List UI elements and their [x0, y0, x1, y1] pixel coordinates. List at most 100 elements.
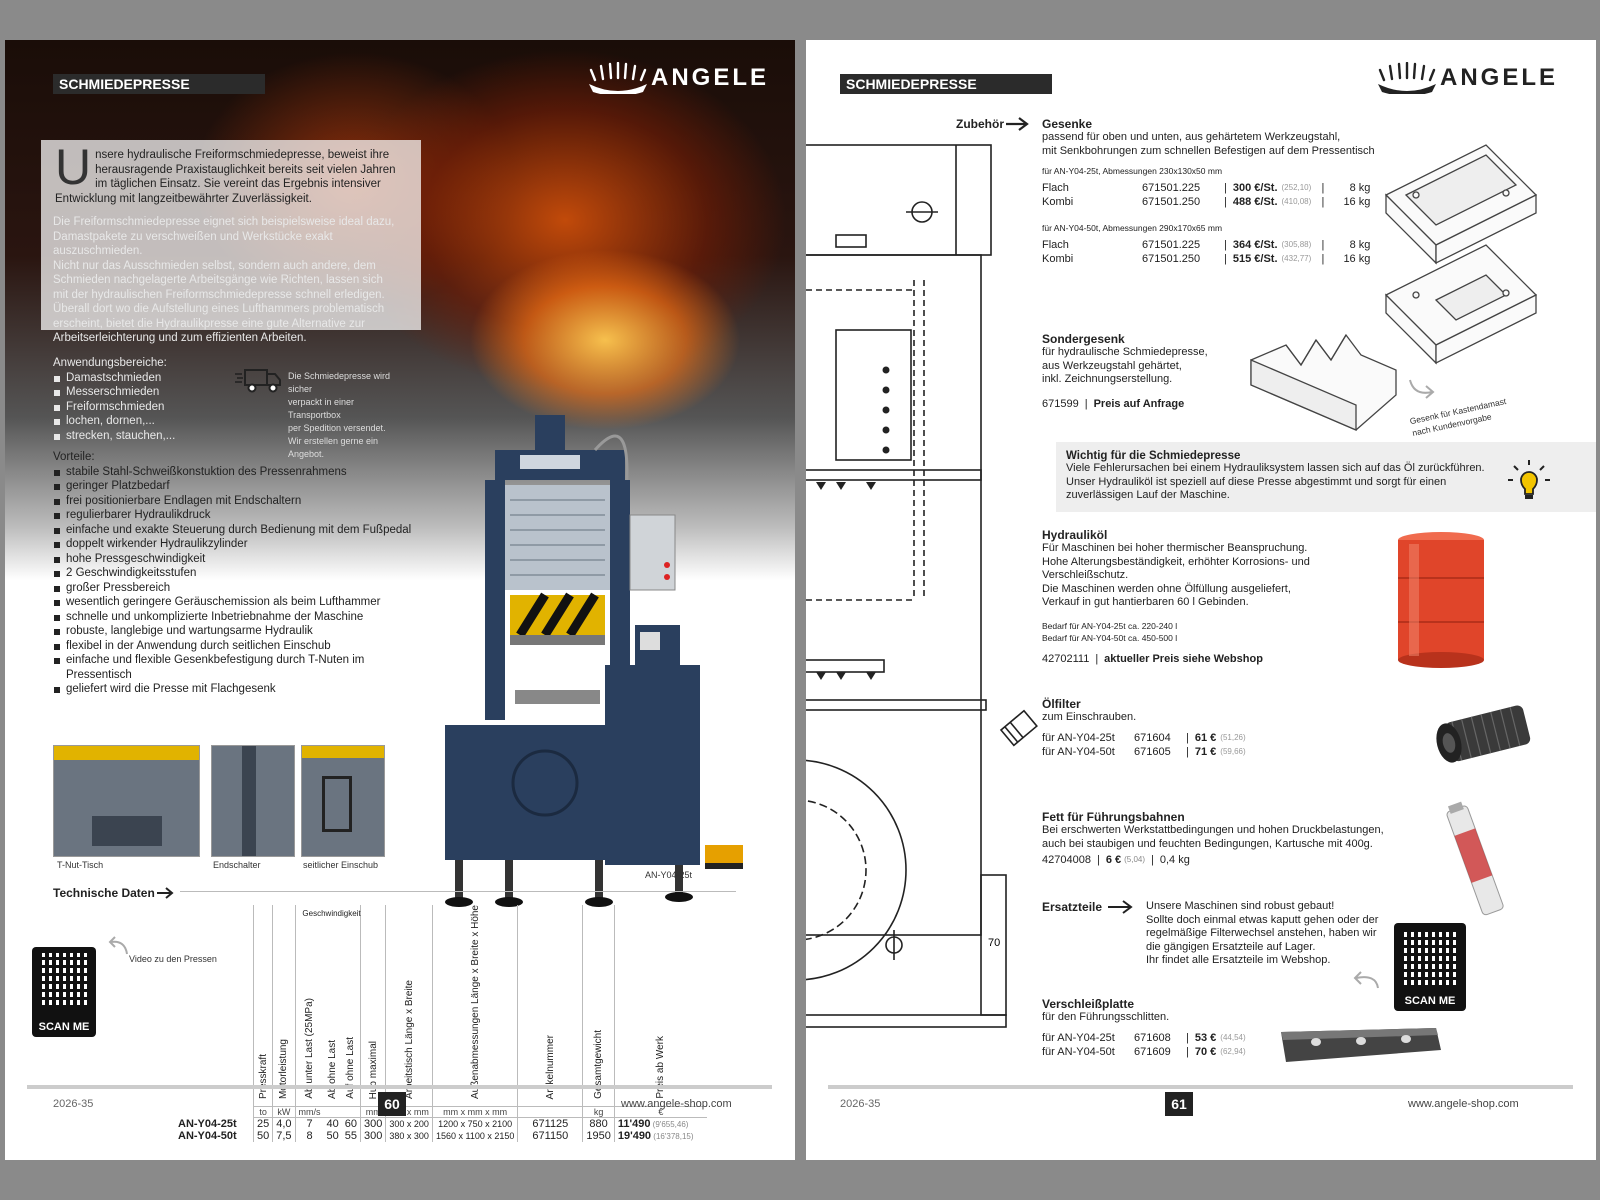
intro-lines: nsere hydraulische Freiformschmiedepress… — [55, 144, 415, 206]
row-article: 671609 — [1134, 1045, 1171, 1058]
use-item: lochen, dornen,... — [53, 414, 253, 429]
qr-code-spare-parts[interactable]: SCAN ME — [1394, 923, 1466, 1011]
th-weight: Gesamtgewicht — [582, 905, 615, 1107]
wear-plate-section: Verschleißplatte für den Führungsschlitt… — [1042, 997, 1302, 1059]
footer-year: 2026-35 — [53, 1098, 94, 1110]
sep: | — [1186, 745, 1189, 758]
grease-price-row: 42704008| 6 € (5,04) | 0,4 kg — [1042, 854, 1190, 866]
arrow-right-icon — [1006, 117, 1029, 131]
table-cell: 671125 — [517, 1117, 583, 1131]
paragraph-line: Überall dort wo die Aufstellung eines Lu… — [53, 303, 385, 315]
sondergesenk-price-row: 671599| Preis auf Anfrage — [1042, 397, 1185, 410]
info-line: zuverlässigen Lauf der Maschine. — [1066, 489, 1230, 501]
table-cell: 60 — [344, 1118, 358, 1131]
row-name: Flach — [1042, 239, 1069, 251]
th-motorleistung: Motorleistung — [272, 905, 296, 1107]
oil-drum-image — [1398, 532, 1484, 668]
info-line: Unser Hydrauliköl ist speziell auf diese… — [1066, 475, 1447, 488]
th-table: Arbeitstisch Länge x Breite — [385, 905, 433, 1107]
paragraph-line: Die Freiformschmiedepresse eignet sich b… — [53, 216, 395, 228]
table-cell: 880 — [582, 1117, 615, 1131]
gesenke-section: Gesenke passend für oben und unten, aus … — [1042, 117, 1387, 266]
gesenke-description: passend für oben und unten, aus gehärtet… — [1042, 131, 1387, 158]
sep: | — [1321, 253, 1325, 265]
footer-rule — [27, 1085, 772, 1089]
use-item: Damastschmieden — [53, 371, 253, 386]
advantage-item: doppelt wirkender Hydraulikzylinder — [53, 537, 413, 552]
grease-section: Fett für Führungsbahnen Bei erschwerten … — [1042, 810, 1402, 867]
filter-section: Ölfilter zum Einschrauben. für AN-Y04-25… — [1042, 697, 1302, 759]
footer-url[interactable]: www.angele-shop.com — [1408, 1098, 1519, 1110]
table-cell: 4,0 — [272, 1117, 296, 1131]
table-cell: 50 — [326, 1130, 339, 1143]
die-product-image — [1384, 144, 1538, 365]
row-article: 671501.250 — [1142, 253, 1201, 265]
qr-code-video[interactable]: SCAN ME — [32, 947, 96, 1037]
advantages-list: stabile Stahl-Schweißkonstuktion des Pre… — [53, 465, 413, 697]
advantage-item: regulierbarer Hydraulikdruck — [53, 508, 413, 523]
advantage-item: hohe Pressgeschwindigkeit — [53, 552, 413, 567]
table-cell: 380 x 300 — [385, 1130, 433, 1143]
row-net: (432,77) — [1281, 254, 1312, 263]
catalog-page-60: SCHMIEDEPRESSE ANGELE U nsere hydraulisc… — [5, 40, 795, 1160]
model-cell: AN-Y04-50t — [178, 1130, 237, 1143]
catalog-page-61: 70 SCHMIEDEPRESSE ANGELE Zubehör Gesenke… — [806, 40, 1596, 1160]
row-for: für AN-Y04-50t — [1042, 1045, 1115, 1058]
need-line: Bedarf für AN-Y04-50t ca. 450-500 l — [1042, 632, 1178, 643]
brand-name: ANGELE — [1440, 64, 1559, 91]
row-for: für AN-Y04-50t — [1042, 745, 1115, 758]
row-weight: 8 kg — [1349, 182, 1371, 194]
row-article: 671604 — [1134, 731, 1171, 744]
row-price: 364 €/St. — [1232, 239, 1278, 251]
advantage-item: wesentlich geringere Geräuschemission al… — [53, 595, 413, 610]
curved-arrow-icon — [108, 936, 128, 955]
table-cell: 40 — [326, 1118, 339, 1131]
section-label: SCHMIEDEPRESSE — [840, 74, 1052, 94]
row-weight: 16 kg — [1343, 253, 1371, 265]
footer-url[interactable]: www.angele-shop.com — [621, 1098, 732, 1110]
row-net: (252,10) — [1281, 183, 1312, 192]
sep: | — [1186, 1045, 1189, 1058]
advantage-item: robuste, langlebige und wartungsarme Hyd… — [53, 624, 413, 639]
footer-rule — [828, 1085, 1573, 1089]
table-cell: 671150 — [517, 1130, 583, 1143]
info-box — [1056, 442, 1596, 512]
arrow-right-icon — [156, 887, 174, 899]
paragraph-line: Nicht nur das Ausschmieden selbst, sonde… — [53, 259, 376, 272]
sep: | — [1224, 182, 1227, 194]
info-lines: Viele Fehlerursachen bei einem Hydraulik… — [1066, 462, 1526, 503]
advantage-item: stabile Stahl-Schweißkonstuktion des Pre… — [53, 465, 413, 480]
shipping-line: verpackt in einer Transportbox — [288, 397, 355, 420]
description-line: mit Senkbohrungen zum schnellen Befestig… — [1042, 144, 1375, 157]
unit-cell: mm x mm x mm — [431, 1106, 518, 1119]
row-article: 671608 — [1134, 1031, 1171, 1044]
unit-cell — [341, 1106, 361, 1119]
advantage-item: geringer Platzbedarf — [53, 479, 413, 494]
description-line: inkl. Zeichnungserstellung. — [1042, 373, 1173, 385]
paragraph-line: Damastpakete zu verschweißen und Werkstü… — [53, 230, 333, 243]
sondergesenk-section: Sondergesenk für hydraulische Schmiedepr… — [1042, 332, 1252, 411]
row-price: 61 € — [1194, 731, 1217, 744]
table-cell: 1200 x 750 x 2100 — [431, 1117, 518, 1131]
oil-filter-image — [1436, 705, 1531, 763]
brand-logo: ANGELE — [1374, 62, 1558, 94]
th-dimensions: Außenabmessungen Länge x Breite x Höhe — [431, 905, 518, 1107]
row-name: Kombi — [1042, 253, 1074, 265]
intro-text: U nsere hydraulische Freiformschmiedepre… — [55, 142, 415, 206]
th-article: Artikelnummer — [517, 905, 583, 1107]
uses-heading: Anwendungsbereiche: — [53, 357, 167, 369]
